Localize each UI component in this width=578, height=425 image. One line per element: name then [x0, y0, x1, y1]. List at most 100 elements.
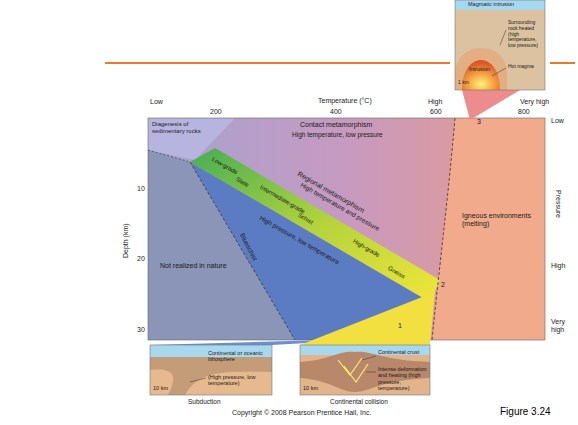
label-holder: 10: [137, 185, 145, 193]
tick-label: 10: [137, 185, 145, 193]
axis-title: Temperature (°C): [318, 97, 372, 105]
label-holder: Diagenesis of sedimentary rocks: [152, 121, 212, 135]
label-holder: 3: [477, 118, 481, 126]
axis-label: Very high: [520, 98, 549, 106]
label-holder: Pressure: [562, 190, 578, 198]
label-holder: Continental collision: [330, 398, 388, 405]
label-holder: Magmatic intrusion: [468, 1, 514, 7]
axis-label: Low: [150, 98, 163, 106]
label-holder: 30: [137, 326, 145, 334]
axis-label: High: [551, 262, 565, 270]
leader-line: [492, 68, 506, 76]
chart-frame: [148, 118, 545, 340]
label-holder: Intermediate-grade: [262, 184, 313, 191]
label-holder: Hot magma: [508, 64, 545, 70]
callout-number: 1: [398, 322, 402, 330]
tick-label: 600: [430, 108, 442, 116]
label-holder: 800: [518, 108, 530, 116]
label-holder: 200: [210, 108, 222, 116]
label-holder: Not realized in nature: [160, 262, 235, 270]
mantle: [300, 345, 430, 395]
callout-text: Intense deformation and heating (high pr…: [378, 366, 428, 391]
figure-caption: Figure 3.24: [500, 406, 551, 418]
label-holder: Very high: [551, 318, 575, 334]
copyright-note: Copyright © 2008 Pearson Prentice Hall, …: [232, 409, 371, 417]
regional-band: [190, 148, 440, 302]
callout-text: Continental crust: [378, 349, 428, 355]
label-holder: High temperature, low pressure: [292, 131, 383, 138]
leader-line: [190, 378, 206, 382]
zone-label: Igneous environments (melting): [462, 212, 532, 228]
label-holder: Intense deformation and heating (high pr…: [378, 366, 428, 391]
boundary-line: [148, 150, 190, 162]
intrusion: [462, 60, 500, 90]
inset-title: Magmatic intrusion: [468, 1, 514, 7]
tick-label: 400: [330, 108, 342, 116]
inset-funnel: [300, 292, 435, 345]
label-holder: Subduction: [188, 398, 221, 405]
zone-label: High temperature, low pressure: [292, 131, 383, 138]
igneous-zone: [432, 118, 545, 340]
scale-label: 1 km: [458, 80, 469, 86]
slide-rule: [550, 62, 575, 64]
inset-funnel: [462, 90, 520, 120]
label-holder: High: [428, 98, 442, 106]
label-holder: High pressure, low temperature: [262, 214, 353, 221]
leader-line: [500, 30, 506, 45]
callout-text: (High pressure, low temperature): [208, 374, 270, 387]
callout-text: Continental or oceanic lithosphere: [208, 350, 270, 363]
chart-ground: [148, 118, 545, 340]
tick-label: 20: [137, 255, 145, 263]
tick-label: 800: [518, 108, 530, 116]
label-holder: Figure 3.24: [500, 406, 551, 418]
label-holder: Continental crust: [378, 349, 428, 355]
label-holder: Gneiss: [390, 265, 409, 272]
inset-frame: [150, 345, 272, 395]
lithosphere-slab: [150, 357, 272, 395]
label-holder: Schist: [300, 212, 316, 219]
axis-label: Very high: [551, 318, 575, 334]
inset-frame: [455, 0, 545, 90]
label-holder: Continental or oceanic lithosphere: [208, 350, 270, 363]
inset-frame: [300, 345, 430, 395]
axis-label: Low: [551, 117, 564, 125]
asthenosphere: [150, 345, 272, 395]
sky: [455, 0, 545, 10]
scale-label: 10 km: [153, 385, 168, 391]
part-label: Intrusion: [469, 66, 490, 72]
label-holder: Regional metamorphism: [300, 170, 376, 178]
leader-line: [366, 372, 376, 373]
inset-title: Continental collision: [330, 398, 388, 405]
label-holder: Low: [150, 98, 163, 106]
label-holder: 400: [330, 108, 342, 116]
label-holder: 10 km: [303, 385, 318, 391]
leader-line: [362, 356, 376, 360]
label-holder: 600: [430, 108, 442, 116]
label-holder: 20: [137, 255, 145, 263]
label-holder: Very high: [520, 98, 549, 106]
scale-label: 10 km: [303, 385, 318, 391]
callout-number: 2: [441, 281, 445, 289]
label-holder: Surrounding rock heated (high temperatur…: [508, 20, 545, 49]
label-holder: Blueschist: [245, 232, 275, 239]
label-holder: 10 km: [153, 385, 168, 391]
axis-title: Depth (km): [122, 223, 130, 258]
callout-number: 3: [477, 118, 481, 126]
deformation-marks: [338, 358, 368, 382]
label-holder: Contact metamorphism: [300, 121, 372, 129]
label-holder: 1: [398, 322, 402, 330]
boundary-line: [432, 118, 455, 340]
label-holder: High-grade: [355, 238, 385, 245]
label-holder: (High pressure, low temperature): [208, 374, 270, 387]
country-rock: [455, 10, 545, 90]
callout-text: Surrounding rock heated (high temperatur…: [508, 20, 545, 49]
axis-title: Pressure: [554, 190, 562, 218]
inset-title: Subduction: [188, 398, 221, 405]
axis-label: High: [428, 98, 442, 106]
zone-label: Contact metamorphism: [300, 121, 372, 129]
tick-label: 200: [210, 108, 222, 116]
label-holder: 1 km: [458, 80, 469, 86]
label-holder: 2: [441, 281, 445, 289]
continental-crust: [300, 352, 430, 392]
tick-label: 30: [137, 326, 145, 334]
